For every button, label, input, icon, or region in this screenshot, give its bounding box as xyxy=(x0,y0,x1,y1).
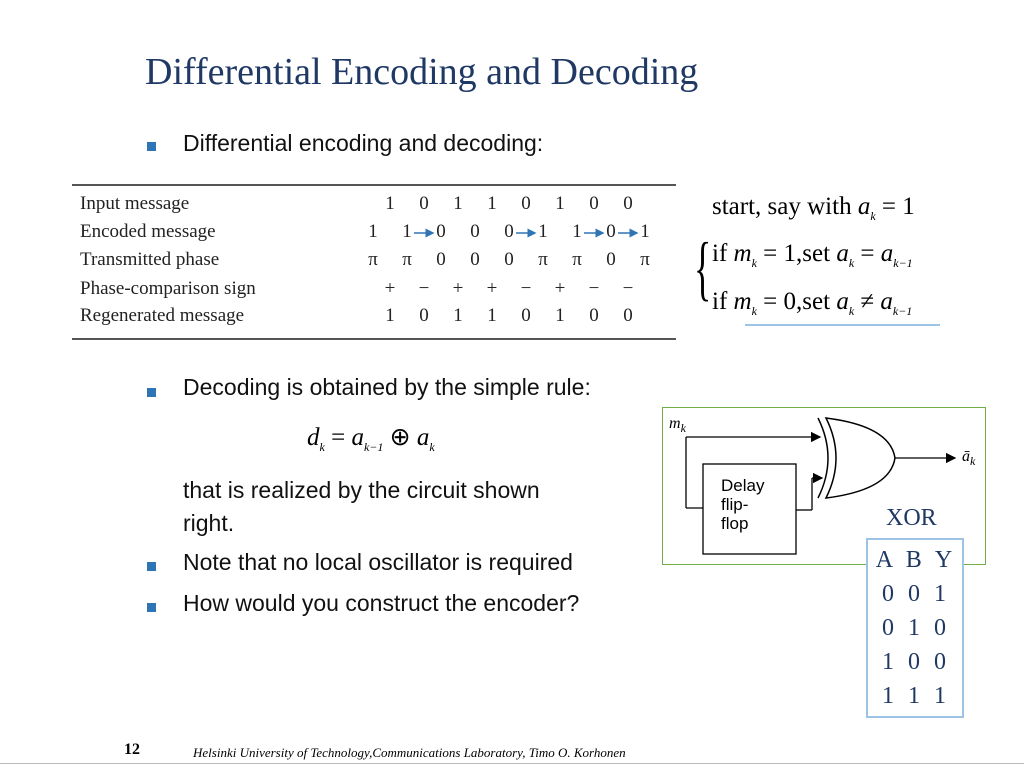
bullet-marker xyxy=(147,562,156,571)
table-cell: 1 xyxy=(572,221,582,242)
xor-row: 1 0 0 xyxy=(882,649,950,675)
table-cell: 0 xyxy=(623,193,633,214)
xor-header: A B Y xyxy=(875,547,957,573)
table-cell: 0 xyxy=(419,305,429,326)
table-cell: 1 xyxy=(402,221,412,242)
footer-divider xyxy=(0,763,1024,764)
table-cell: 1 xyxy=(538,221,548,242)
table-cell: 0 xyxy=(521,193,531,214)
start-condition: start, say with ak = 1 xyxy=(712,193,915,223)
table-cell: π xyxy=(368,249,378,270)
xor-truth-table xyxy=(866,538,964,718)
table-cell: 1 xyxy=(555,193,565,214)
table-cell: 0 xyxy=(419,193,429,214)
table-cell: 1 xyxy=(385,193,395,214)
page-number: 12 xyxy=(124,741,140,758)
table-cell: 1 xyxy=(453,305,463,326)
table-cell: − xyxy=(520,278,532,299)
circuit-note-line2: right. xyxy=(183,510,235,536)
row-label-regenerated: Regenerated message xyxy=(80,305,245,326)
rule-one: if mk = 1,set ak = ak−1 xyxy=(712,240,913,270)
table-cell: 1 xyxy=(640,221,650,242)
row-label-encoded: Encoded message xyxy=(80,221,216,242)
underline xyxy=(745,324,940,326)
table-cell: − xyxy=(588,278,600,299)
table-cell: 0 xyxy=(470,221,480,242)
table-cell: 0 xyxy=(436,249,446,270)
row-label-sign: Phase-comparison sign xyxy=(80,278,256,299)
circuit-note-line1: that is realized by the circuit shown xyxy=(183,477,540,503)
table-cell: 0 xyxy=(504,249,514,270)
bullet-encoding: Differential encoding and decoding: xyxy=(183,130,544,156)
bullet-marker xyxy=(147,142,156,151)
rule-zero: if mk = 0,set ak ≠ ak−1 xyxy=(712,288,913,318)
bullet-encoder-question: How would you construct the encoder? xyxy=(183,590,580,616)
table-cell: 0 xyxy=(589,193,599,214)
table-cell: + xyxy=(384,278,396,299)
table-cell: 0 xyxy=(606,249,616,270)
table-cell: π xyxy=(640,249,650,270)
bullet-oscillator: Note that no local oscillator is require… xyxy=(183,549,573,575)
table-cell: 1 xyxy=(555,305,565,326)
table-cell: π xyxy=(538,249,548,270)
output-label: āk xyxy=(962,448,976,469)
table-cell: 1 xyxy=(487,305,497,326)
row-label-input: Input message xyxy=(80,193,190,214)
row-label-phase: Transmitted phase xyxy=(80,249,220,270)
table-cell: 0 xyxy=(589,305,599,326)
table-cell: 1 xyxy=(368,221,378,242)
table-cell: − xyxy=(418,278,430,299)
encoding-table xyxy=(72,184,676,340)
table-cell: + xyxy=(452,278,464,299)
decoding-equation: dk = ak−1 ⊕ ak xyxy=(307,424,435,454)
bullet-marker xyxy=(147,388,156,397)
footer-credit: Helsinki University of Technology,Commun… xyxy=(193,745,626,760)
table-cell: π xyxy=(572,249,582,270)
table-cell: + xyxy=(554,278,566,299)
table-cell: 0 xyxy=(436,221,446,242)
table-cell: + xyxy=(486,278,498,299)
table-cell: 1 xyxy=(385,305,395,326)
bullet-marker xyxy=(147,603,156,612)
xor-title: XOR xyxy=(886,505,937,531)
input-label: mk xyxy=(669,415,686,436)
xor-row: 0 1 0 xyxy=(882,615,950,641)
table-cell: 1 xyxy=(487,193,497,214)
table-cell: 0 xyxy=(606,221,616,242)
xor-gate-icon xyxy=(817,417,829,499)
table-cell: 1 xyxy=(453,193,463,214)
table-cell: 0 xyxy=(521,305,531,326)
brace-icon: { xyxy=(694,228,712,308)
table-cell: − xyxy=(622,278,634,299)
table-cell: 0 xyxy=(504,221,514,242)
table-cell: π xyxy=(402,249,412,270)
delay-flipflop-box xyxy=(702,463,797,555)
xor-row: 0 0 1 xyxy=(882,581,950,607)
delay-flipflop-label: Delay flip- flop xyxy=(721,476,765,533)
bullet-decoding: Decoding is obtained by the simple rule: xyxy=(183,374,591,400)
table-cell: 0 xyxy=(470,249,480,270)
table-cell: 0 xyxy=(623,305,633,326)
xor-row: 1 1 1 xyxy=(882,683,950,709)
xor-gate-body xyxy=(824,417,896,499)
slide-title: Differential Encoding and Decoding xyxy=(145,51,699,93)
